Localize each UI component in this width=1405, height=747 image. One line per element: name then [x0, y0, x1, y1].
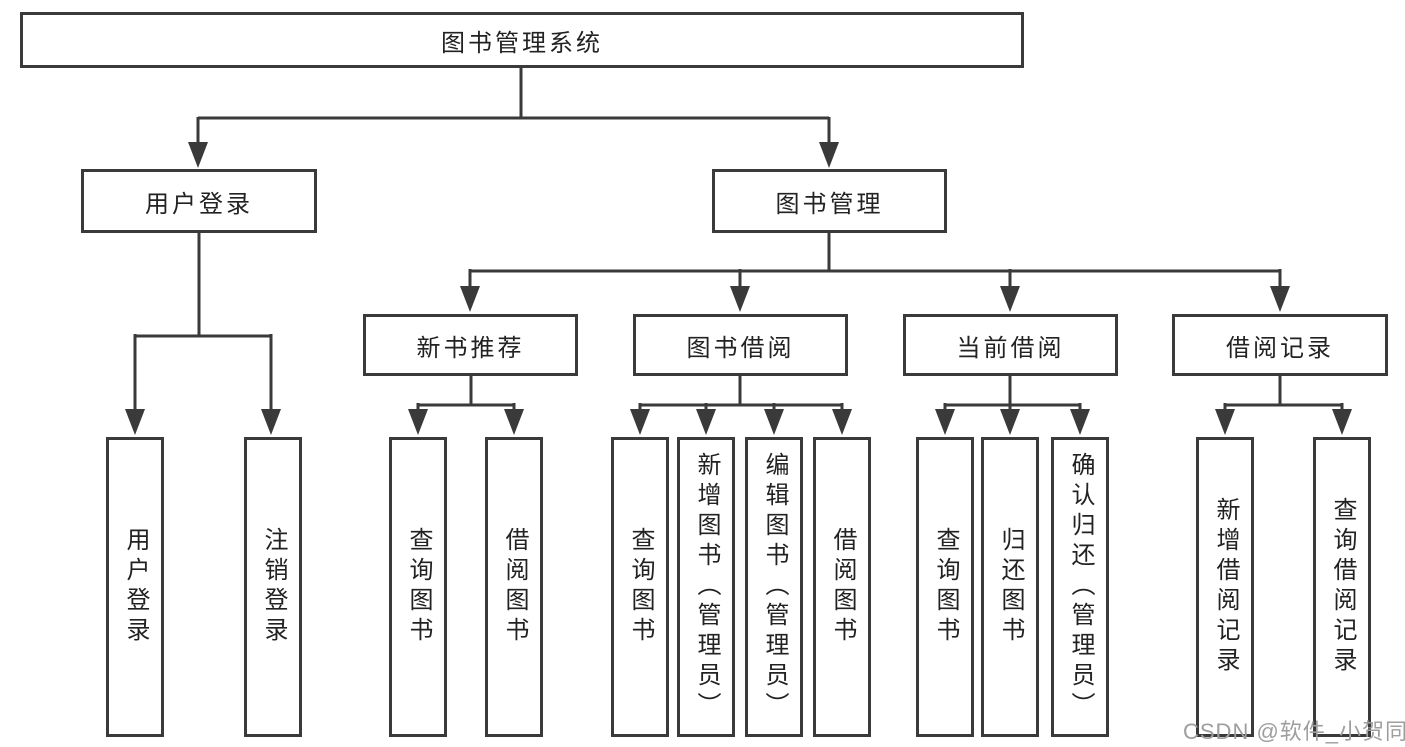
arrowhead-down-icon	[764, 409, 784, 435]
connector-book-borrow-children	[630, 376, 852, 435]
node-new-book-recommend: 新书推荐	[363, 314, 578, 376]
leaf-borrow-books: 借阅图书	[813, 437, 871, 737]
leaf-query-borrow-record: 查询借阅记录	[1313, 437, 1371, 737]
leaf-borrow-books-recommend: 借阅图书	[485, 437, 543, 737]
arrowhead-down-icon	[1000, 286, 1020, 312]
arrowhead-down-icon	[730, 286, 750, 312]
leaf-add-borrow-record: 新增借阅记录	[1196, 437, 1254, 737]
arrowhead-down-icon	[696, 409, 716, 435]
arrowhead-down-icon	[1070, 409, 1090, 435]
node-book-management: 图书管理	[712, 169, 947, 233]
connector-borrow-records-children	[1215, 376, 1352, 435]
arrowhead-down-icon	[1332, 409, 1352, 435]
node-borrow-records: 借阅记录	[1172, 314, 1388, 376]
node-user-login: 用户登录	[81, 169, 317, 233]
connector-root-to-level2	[188, 68, 839, 168]
node-current-borrow: 当前借阅	[903, 314, 1118, 376]
watermark: CSDN @软件_小贺同学	[1183, 719, 1405, 744]
leaf-logout-login: 注销登录	[244, 437, 302, 737]
arrowhead-down-icon	[125, 409, 145, 435]
node-library-system: 图书管理系统	[20, 12, 1024, 68]
arrowhead-down-icon	[504, 409, 524, 435]
leaf-query-books-recommend: 查询图书	[389, 437, 447, 737]
connector-user-login-children	[125, 233, 281, 435]
arrowhead-down-icon	[630, 409, 650, 435]
leaf-user-login: 用户登录	[106, 437, 164, 737]
arrowhead-down-icon	[1000, 409, 1020, 435]
arrowhead-down-icon	[832, 409, 852, 435]
arrowhead-down-icon	[1270, 286, 1290, 312]
connector-book-management-to-level3	[460, 233, 1290, 312]
arrowhead-down-icon	[261, 409, 281, 435]
leaf-confirm-return-admin: 确认归还（管理员）	[1051, 437, 1109, 737]
connector-current-borrow-children	[935, 376, 1090, 435]
leaf-edit-book-admin: 编辑图书（管理员）	[745, 437, 803, 737]
arrowhead-down-icon	[935, 409, 955, 435]
arrowhead-down-icon	[460, 286, 480, 312]
connector-new-book-recommend-children	[408, 376, 524, 435]
node-book-borrow: 图书借阅	[633, 314, 848, 376]
leaf-query-books-current: 查询图书	[916, 437, 974, 737]
arrowhead-down-icon	[819, 142, 839, 168]
arrowhead-down-icon	[1215, 409, 1235, 435]
leaf-add-book-admin: 新增图书（管理员）	[677, 437, 735, 737]
leaf-query-books-borrow: 查询图书	[611, 437, 669, 737]
arrowhead-down-icon	[408, 409, 428, 435]
leaf-return-book: 归还图书	[981, 437, 1039, 737]
arrowhead-down-icon	[188, 142, 208, 168]
